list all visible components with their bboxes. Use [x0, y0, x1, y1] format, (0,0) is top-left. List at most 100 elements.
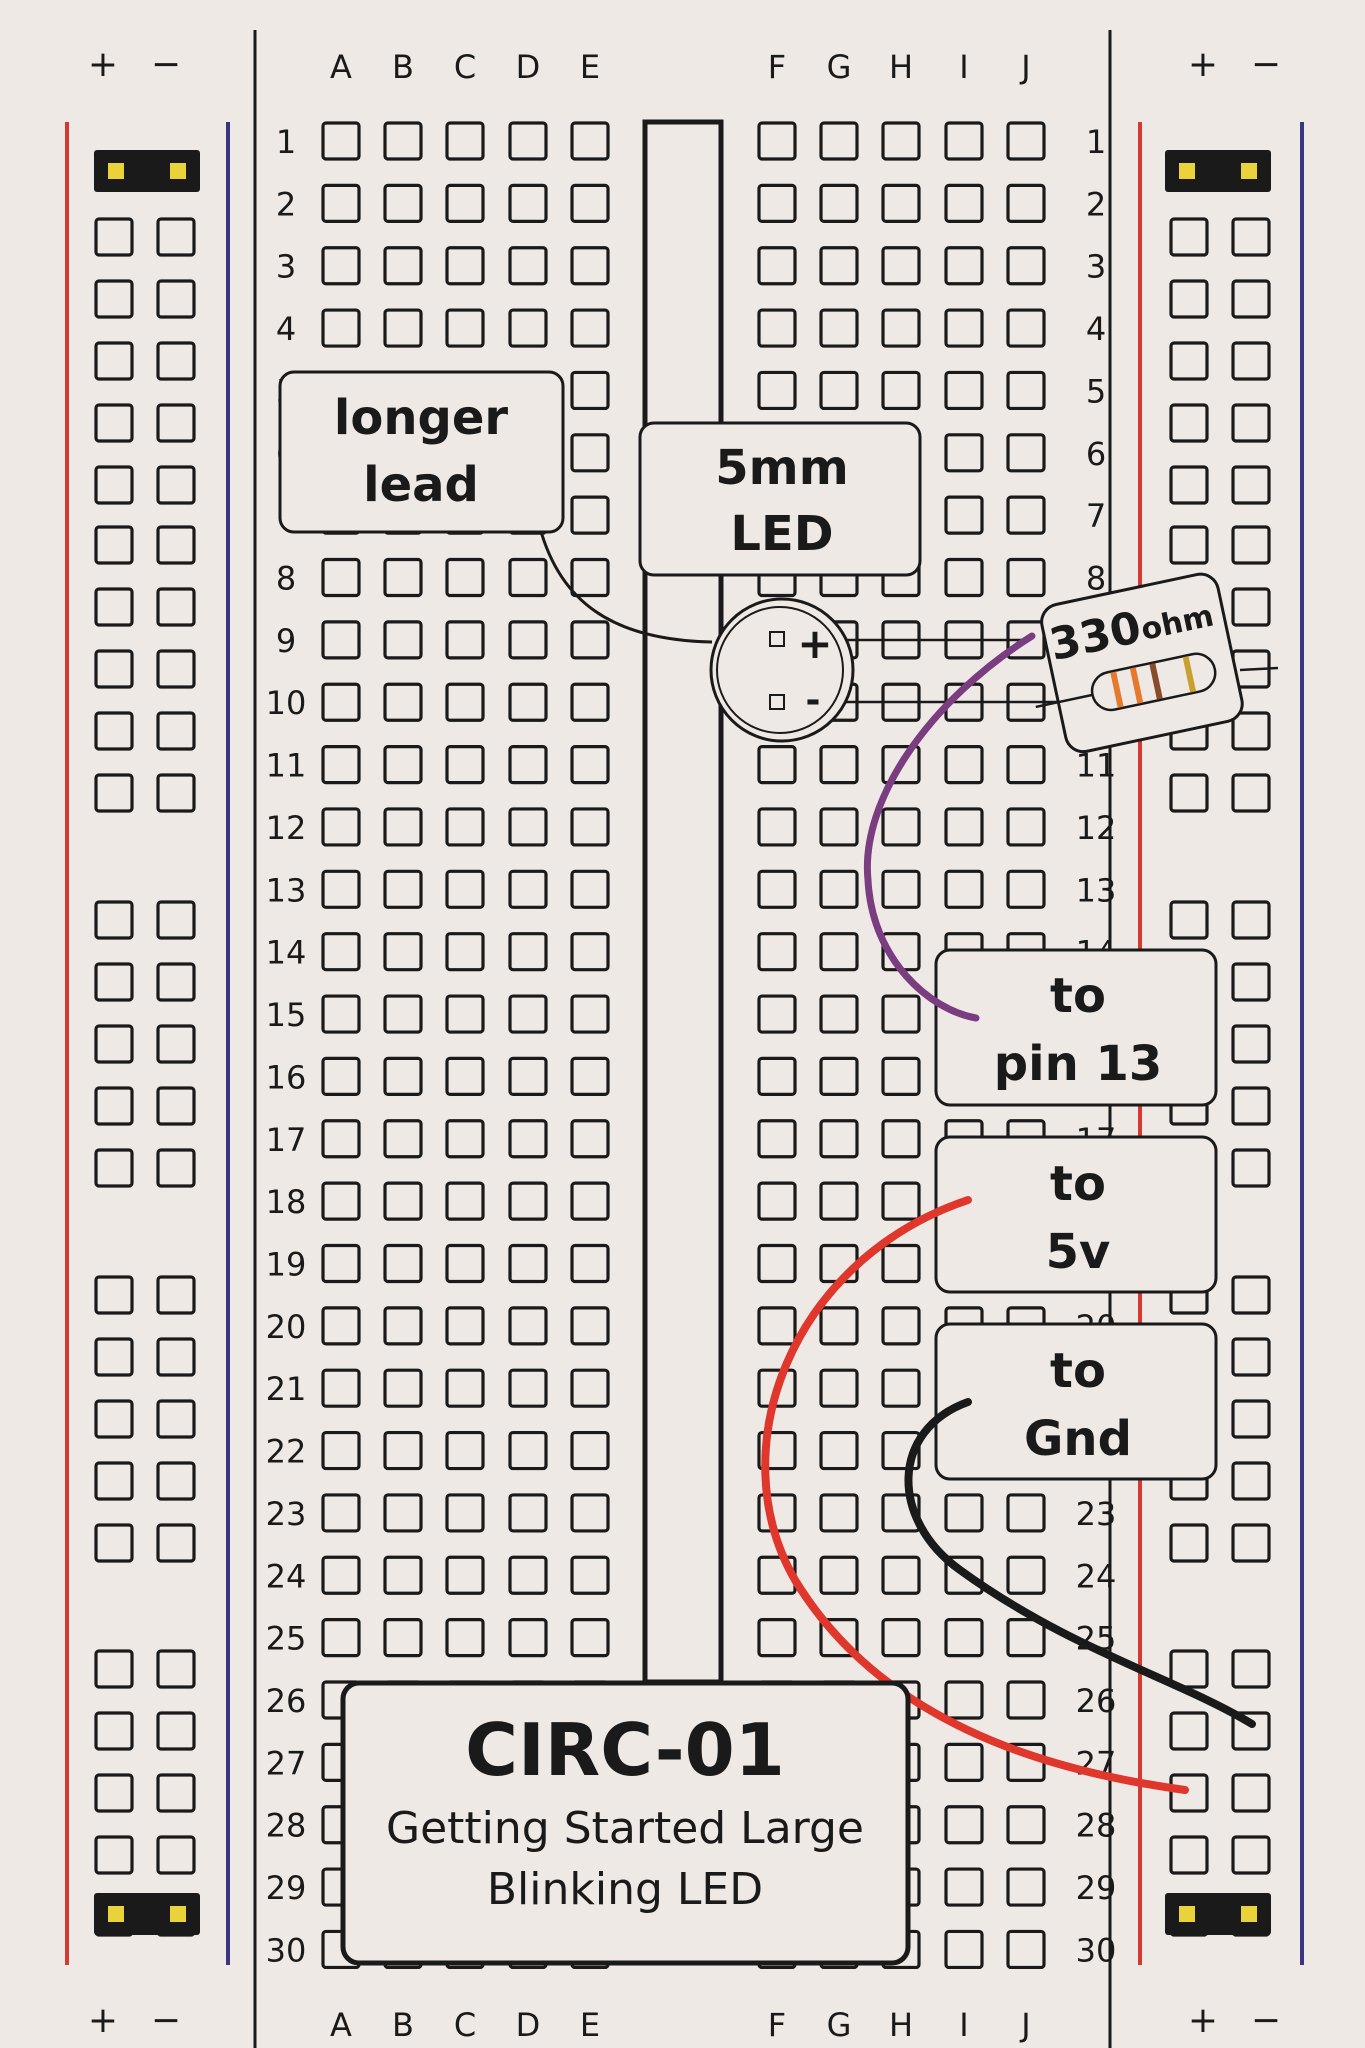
hole-G20	[819, 1306, 859, 1346]
led-label-line2: LED	[730, 506, 833, 562]
hole-I1	[944, 121, 984, 161]
rail-hole-right-minus-7	[1231, 587, 1271, 627]
rail-plus-top-right: +	[1188, 44, 1218, 85]
row-number-left-16: 16	[266, 1058, 307, 1096]
row-number-right-30: 30	[1076, 1931, 1117, 1969]
hole-A16	[321, 1056, 361, 1097]
rail-hole-right-plus-4	[1169, 403, 1209, 443]
hole-J11	[1006, 744, 1046, 785]
hole-E8	[570, 557, 610, 598]
hole-J26	[1006, 1680, 1046, 1720]
row-number-left-9: 9	[276, 622, 296, 660]
rail-minus-top-left: −	[151, 44, 181, 85]
rail-hole-left-plus-1	[94, 217, 134, 257]
rail-hole-left-plus-6	[94, 525, 134, 565]
to-5v-label-line1: to	[1050, 1156, 1106, 1212]
rail-hole-left-minus-18	[156, 1399, 196, 1439]
col-top-E: E	[580, 48, 600, 86]
row-number-right-7: 7	[1086, 497, 1106, 535]
hole-C14	[445, 932, 485, 972]
col-bottom-E: E	[580, 2006, 600, 2044]
hole-H3	[881, 246, 921, 286]
hole-J13	[1006, 869, 1046, 909]
hole-F21	[757, 1368, 797, 1408]
hole-J4	[1006, 308, 1046, 348]
rail-hole-left-plus-17	[94, 1337, 134, 1377]
col-top-J: J	[1019, 48, 1030, 86]
hole-D18	[508, 1181, 548, 1221]
hole-C17	[445, 1119, 485, 1159]
led-plus-sign: +	[797, 619, 832, 668]
hole-E15	[570, 994, 610, 1034]
rail-hole-left-minus-4	[156, 403, 196, 443]
hole-A23	[321, 1493, 361, 1533]
row-number-right-23: 23	[1076, 1495, 1117, 1533]
col-bottom-J: J	[1019, 2006, 1030, 2044]
row-number-left-13: 13	[266, 871, 307, 909]
row-number-left-30: 30	[266, 1931, 307, 1969]
rail-hole-right-plus-22	[1169, 1711, 1209, 1751]
hole-C2	[445, 183, 485, 223]
hole-D11	[508, 744, 548, 785]
rail-hole-left-minus-19	[156, 1461, 196, 1501]
hole-G1	[819, 121, 859, 161]
hole-C13	[445, 869, 485, 909]
hole-D21	[508, 1368, 548, 1408]
hole-F1	[757, 121, 797, 161]
hole-B13	[383, 869, 423, 909]
hole-F13	[757, 869, 797, 909]
hole-B17	[383, 1119, 423, 1159]
wire-red-5v	[761, 1196, 1189, 1794]
hole-D16	[508, 1056, 548, 1097]
rail-hole-right-minus-22	[1231, 1711, 1271, 1751]
rail-hole-left-plus-14	[94, 1086, 134, 1126]
hole-F17	[757, 1119, 797, 1159]
hole-G2	[819, 183, 859, 223]
hole-H24	[881, 1555, 921, 1595]
hole-I11	[944, 744, 984, 785]
to-pin13-label-box	[934, 948, 1218, 1107]
hole-H11	[881, 744, 921, 785]
hole-F11	[757, 744, 797, 785]
hole-A1	[321, 121, 361, 161]
row-number-left-23: 23	[266, 1495, 307, 1533]
hole-F20	[757, 1306, 797, 1346]
hole-B19	[383, 1243, 423, 1284]
rail-hole-left-plus-19	[94, 1461, 134, 1501]
hole-F16	[757, 1056, 797, 1097]
hole-E6	[570, 433, 610, 473]
rail-hole-left-minus-2	[156, 279, 196, 319]
hole-A17	[321, 1119, 361, 1159]
to-gnd-label-line1: to	[1050, 1343, 1106, 1399]
rail-hole-left-minus-23	[156, 1773, 196, 1813]
hole-D20	[508, 1306, 548, 1346]
to-5v-label-line2: 5v	[1046, 1224, 1111, 1280]
hole-A2	[321, 183, 361, 223]
hole-G24	[819, 1555, 859, 1595]
rail-hole-left-minus-5	[156, 465, 196, 505]
hole-G15	[819, 994, 859, 1034]
hole-D4	[508, 308, 548, 348]
rail-hole-left-minus-9	[156, 711, 196, 751]
hole-H25	[881, 1618, 921, 1658]
center-channel	[642, 119, 724, 1685]
hole-I5	[944, 370, 984, 411]
hole-D8	[508, 557, 548, 598]
hole-C22	[445, 1430, 485, 1471]
longer-lead-label-line2: lead	[363, 457, 479, 513]
hole-I13	[944, 869, 984, 909]
hole-J29	[1006, 1867, 1046, 1907]
col-bottom-D: D	[516, 2006, 541, 2044]
hole-G14	[819, 932, 859, 972]
hole-D17	[508, 1119, 548, 1159]
rail-hole-left-plus-18	[94, 1399, 134, 1439]
rail-hole-right-minus-3	[1231, 341, 1271, 381]
rail-hole-right-minus-9	[1231, 711, 1271, 751]
hole-D1	[508, 121, 548, 161]
row-number-right-26: 26	[1076, 1682, 1117, 1720]
hole-J6	[1006, 433, 1046, 473]
rail-hole-left-plus-10	[94, 773, 134, 813]
hole-C18	[445, 1181, 485, 1221]
rail-hole-left-plus-12	[94, 962, 134, 1002]
hole-A15	[321, 994, 361, 1034]
